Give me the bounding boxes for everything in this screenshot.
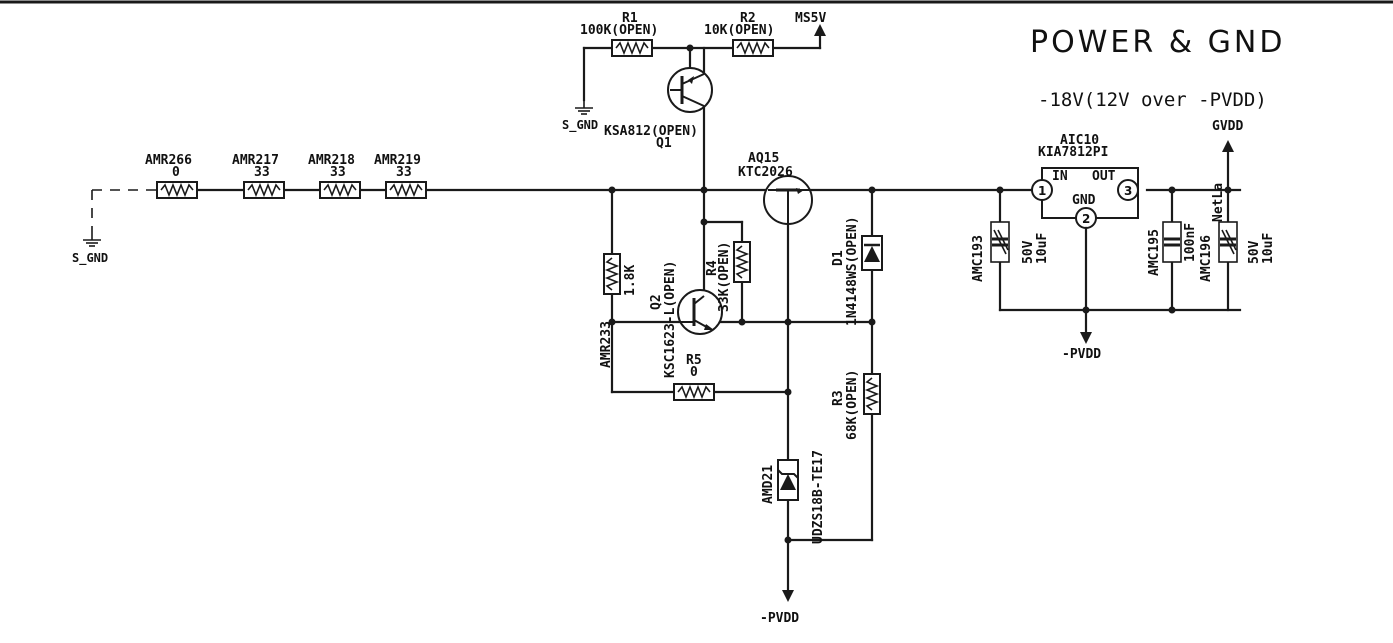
diode-d1 (861, 235, 883, 271)
bias-network-wires (610, 188, 874, 594)
resistor-amr233 (603, 253, 621, 295)
net-pvdd-bottom-label: -PVDD (760, 611, 799, 626)
resistor-r1 (611, 39, 653, 57)
r1-ref: R1 (622, 11, 638, 26)
s-gnd-top-symbol (574, 99, 594, 115)
q1-network-wires (582, 32, 822, 224)
amc195-value: 100nF (1183, 223, 1198, 262)
q1-ref: Q1 (656, 136, 672, 151)
amr266-value: 0 (172, 165, 180, 180)
aq15-value: KTC2026 (738, 165, 793, 180)
regulator-aic10 (1031, 167, 1139, 229)
amr233-value: 1.8K (623, 265, 638, 296)
resistor-r3 (863, 373, 881, 415)
amc193-ref: AMC193 (971, 235, 986, 282)
amc196-voltage: 50V (1247, 240, 1262, 264)
aic10-pin2: 2 (1082, 212, 1090, 226)
net-gvdd-label: GVDD (1212, 119, 1243, 134)
amc196-note: NetLa (1211, 183, 1226, 222)
arrow-pvdd-right (1080, 332, 1092, 344)
capacitor-amc193 (989, 220, 1011, 264)
q2-ref: Q2 (649, 294, 664, 310)
regulator-section-wires (998, 148, 1242, 336)
r5-ref: R5 (686, 353, 702, 368)
amc193-value: 10uF (1035, 233, 1050, 264)
amd21-ref: AMD21 (761, 465, 776, 504)
r1-value: 100K(OPEN) (580, 23, 658, 38)
transistor-q2 (677, 289, 723, 335)
r2-ref: R2 (740, 11, 756, 26)
r4-ref: R4 (705, 260, 720, 276)
amr217-value: 33 (254, 165, 270, 180)
r4-value: 33K(OPEN) (717, 242, 732, 312)
net-pvdd-right-label: -PVDD (1062, 347, 1101, 362)
transistor-aq15 (763, 175, 813, 226)
aic10-pin-in: IN (1052, 169, 1068, 184)
d1-value: 1N4148WS(OPEN) (845, 216, 860, 326)
capacitor-amc196 (1217, 220, 1239, 264)
page-subtitle: -18V(12V over -PVDD) (1038, 89, 1267, 111)
amr233-ref: AMR233 (599, 321, 614, 368)
r3-ref: R3 (831, 390, 846, 406)
junction-dots (608, 44, 1232, 544)
aic10-ref: AIC10 (1060, 133, 1099, 148)
amr217-ref: AMR217 (232, 153, 279, 168)
aic10-value: KIA7812PI (1038, 145, 1108, 160)
capacitor-amc195 (1162, 221, 1182, 263)
resistor-amr218 (319, 181, 361, 199)
amc193-voltage: 50V (1021, 240, 1036, 264)
amr219-ref: AMR219 (374, 153, 421, 168)
r5-value: 0 (690, 365, 698, 380)
arrow-pvdd-bottom (782, 590, 794, 602)
transistor-q1 (667, 67, 713, 113)
amd21-value: UDZS18B-TE17 (811, 450, 826, 544)
q2-value: KSC1623-L(OPEN) (663, 261, 678, 378)
s-gnd-left-symbol (82, 231, 102, 247)
s-gnd-left-label: S_GND (72, 251, 108, 266)
amr219-value: 33 (396, 165, 412, 180)
amr218-value: 33 (330, 165, 346, 180)
r3-value: 68K(OPEN) (845, 370, 860, 440)
resistor-amr266 (156, 181, 198, 199)
amr266-ref: AMR266 (145, 153, 192, 168)
resistor-amr217 (243, 181, 285, 199)
resistor-r4 (733, 241, 751, 283)
arrow-gvdd (1222, 140, 1234, 152)
zener-amd21 (777, 459, 799, 501)
q1-value: KSA812(OPEN) (604, 124, 698, 139)
r2-value: 10K(OPEN) (704, 23, 774, 38)
resistor-r2 (732, 39, 774, 57)
aq15-ref: AQ15 (748, 151, 779, 166)
input-bus (91, 188, 1242, 232)
amc195-ref: AMC195 (1147, 229, 1162, 276)
aic10-pin-gnd: GND (1072, 193, 1096, 208)
resistor-r5 (673, 383, 715, 401)
amc196-ref: AMC196 (1199, 235, 1214, 282)
aic10-pin-out: OUT (1092, 169, 1116, 184)
net-ms5v-label: MS5V (795, 11, 826, 26)
page-title: POWER & GND (1030, 25, 1285, 60)
resistor-amr219 (385, 181, 427, 199)
aic10-pin3: 3 (1124, 184, 1132, 198)
aic10-pin1: 1 (1038, 184, 1046, 198)
amc196-value: 10uF (1261, 233, 1276, 264)
amr218-ref: AMR218 (308, 153, 355, 168)
d1-ref: D1 (831, 250, 846, 266)
s-gnd-top-label: S_GND (562, 118, 598, 133)
